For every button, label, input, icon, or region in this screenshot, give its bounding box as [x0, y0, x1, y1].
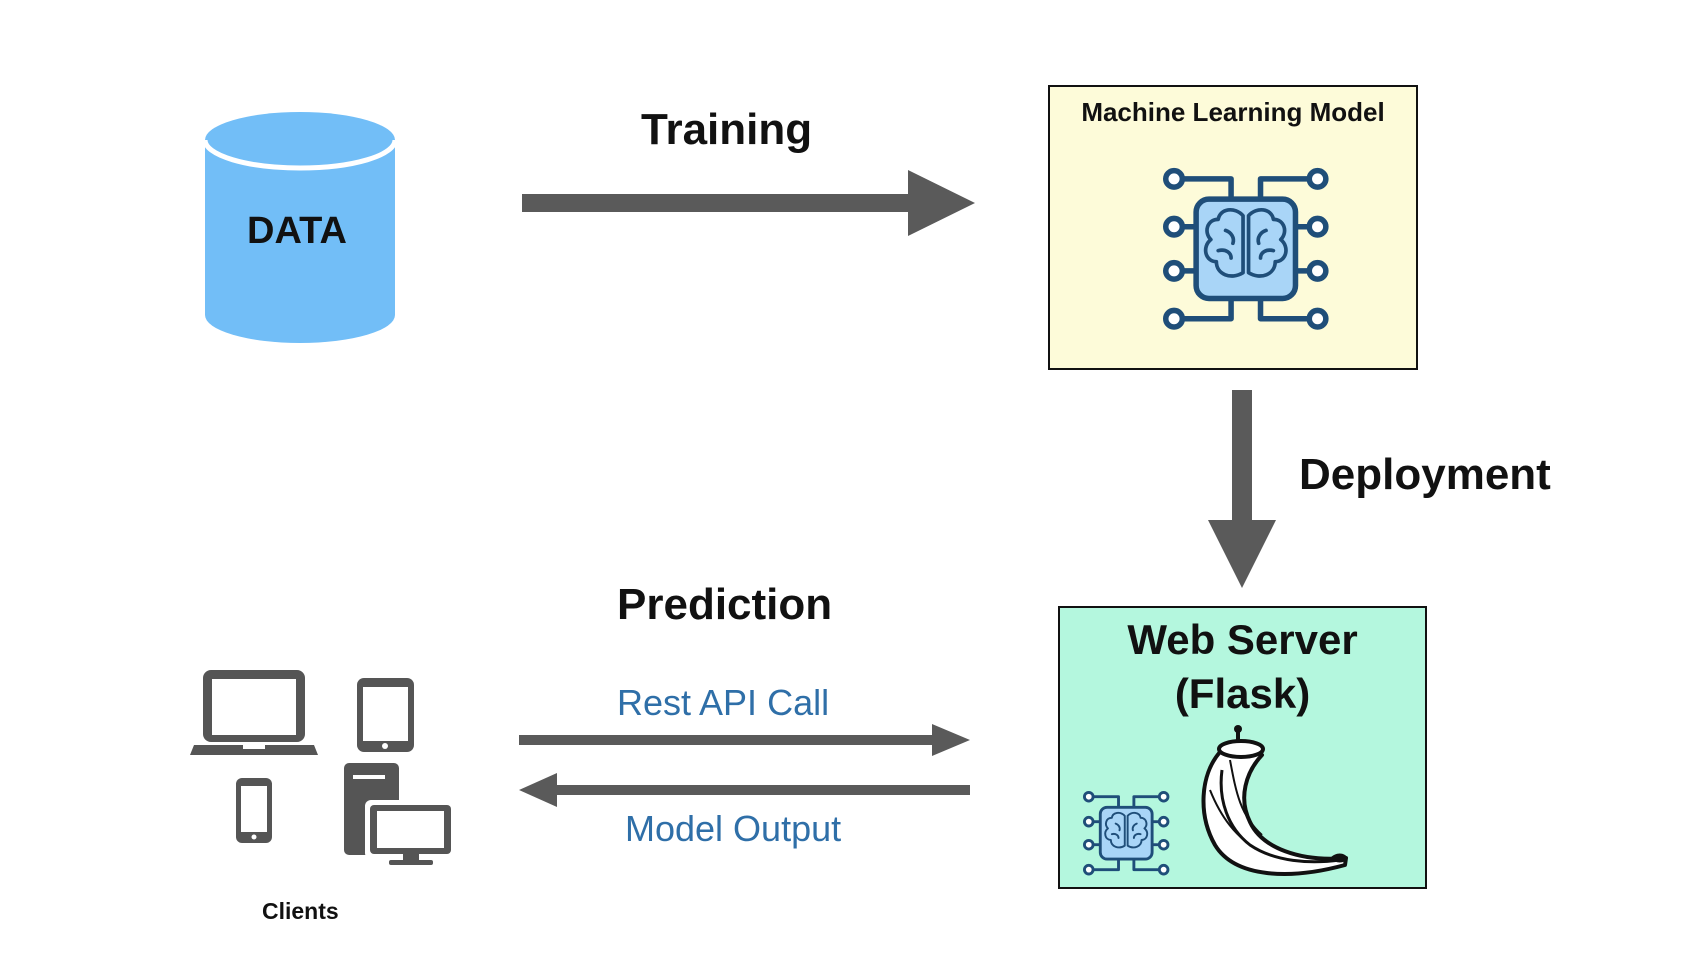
prediction-label: Prediction	[617, 580, 833, 629]
deployment-label: Deployment	[1299, 450, 1551, 499]
clients-label: Clients	[262, 898, 339, 924]
ml-model-title: Machine Learning Model	[1081, 97, 1385, 127]
brain-chip-icon	[1166, 171, 1326, 327]
rest-api-call-arrow	[519, 724, 970, 756]
deployment-arrow	[1208, 390, 1276, 588]
model-output-arrow	[519, 773, 970, 807]
training-label: Training	[641, 105, 813, 154]
training-arrow	[522, 170, 975, 236]
rest-api-call-label: Rest API Call	[617, 682, 830, 723]
desktop-computer-icon	[344, 763, 456, 865]
phone-icon	[236, 778, 272, 843]
web-server-title-line2: (Flask)	[1174, 670, 1311, 717]
database-icon	[202, 112, 398, 343]
data-label: DATA	[247, 210, 347, 252]
tablet-icon	[357, 678, 414, 752]
flask-horn-icon	[1201, 725, 1348, 876]
model-output-label: Model Output	[625, 808, 842, 849]
laptop-icon	[190, 670, 318, 755]
web-server-title-line1: Web Server	[1127, 616, 1358, 663]
brain-chip-icon	[1082, 790, 1170, 876]
